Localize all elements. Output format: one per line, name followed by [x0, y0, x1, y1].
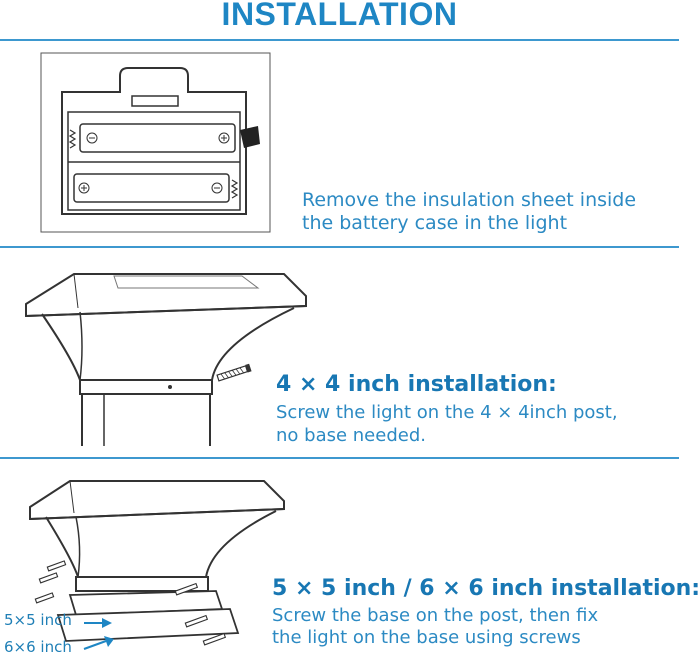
step-4x4-heading: 4 × 4 inch installation:: [276, 372, 557, 397]
callout-6x6: 6×6 inch: [4, 638, 72, 656]
page-title: INSTALLATION: [221, 0, 458, 32]
divider-top: [0, 39, 679, 41]
step-4x4: 4 × 4 inch installation: Screw the light…: [0, 248, 679, 456]
post-cap-base-illustration: [29, 480, 285, 650]
step-4x4-text-line2: no base needed.: [276, 425, 426, 446]
battery-case-illustration: [40, 52, 271, 233]
step-battery-text-line2: the battery case in the light: [302, 212, 568, 234]
step-battery-text-line1: Remove the insulation sheet inside: [302, 189, 637, 211]
step-5x5-6x6: 5×5 inch 6×6 inch 5 × 5 inch / 6 × 6 inc…: [0, 459, 700, 657]
divider-2: [0, 457, 679, 459]
step-battery: Remove the insulation sheet inside the b…: [0, 41, 679, 246]
step-5x5-6x6-heading: 5 × 5 inch / 6 × 6 inch installation:: [272, 576, 700, 601]
callout-5x5: 5×5 inch: [4, 611, 72, 629]
step-5x5-6x6-text-line1: Screw the base on the post, then fix: [272, 605, 599, 626]
divider-1: [0, 246, 679, 248]
step-5x5-6x6-text-line2: the light on the base using screws: [272, 627, 581, 648]
step-4x4-text-line1: Screw the light on the 4 × 4inch post,: [276, 402, 618, 423]
post-cap-4x4-illustration: [25, 273, 307, 446]
